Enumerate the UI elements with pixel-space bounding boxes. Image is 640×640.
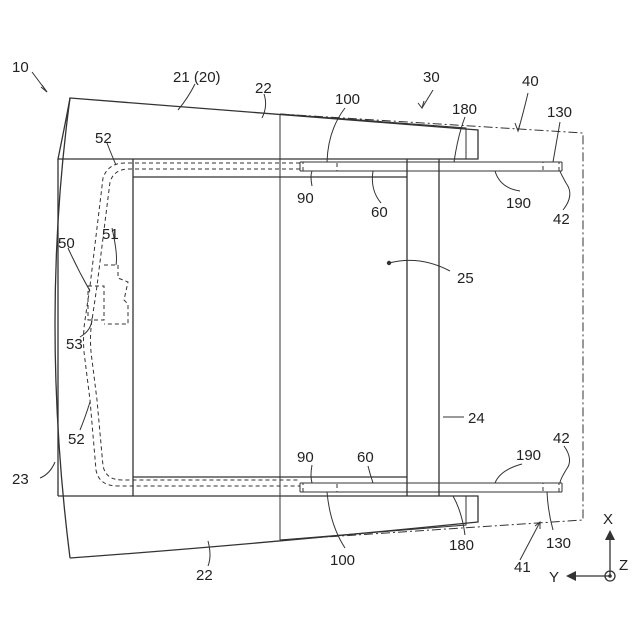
label-100-top: 100 xyxy=(335,91,360,108)
guide-rail-bottom xyxy=(300,483,562,492)
label-24: 24 xyxy=(468,410,485,427)
panel-outline-dashdot xyxy=(280,114,583,540)
label-190-top: 190 xyxy=(506,195,531,212)
label-42-top: 42 xyxy=(553,211,570,228)
movable-panel xyxy=(280,114,466,540)
roof-body-outline xyxy=(55,98,478,558)
label-22-bottom: 22 xyxy=(196,567,213,584)
reference-labels: 10 21 (20) 22 100 30 40 130 180 52 90 60… xyxy=(12,59,572,584)
axis-label-y: Y xyxy=(549,569,559,586)
opening-frame xyxy=(133,159,439,496)
leader-dot-25 xyxy=(387,261,391,265)
label-22-top: 22 xyxy=(255,80,272,97)
label-53: 53 xyxy=(66,336,83,353)
label-130-bottom: 130 xyxy=(546,535,571,552)
label-10: 10 xyxy=(12,59,29,76)
label-25: 25 xyxy=(457,270,474,287)
label-51: 51 xyxy=(102,226,119,243)
label-21: 21 (20) xyxy=(173,69,221,86)
label-60-top: 60 xyxy=(371,204,388,221)
label-180-bottom: 180 xyxy=(449,537,474,554)
label-90-bottom: 90 xyxy=(297,449,314,466)
label-42-bottom: 42 xyxy=(553,430,570,447)
label-52-top: 52 xyxy=(95,130,112,147)
axis-label-z: Z xyxy=(619,557,628,574)
label-100-bottom: 100 xyxy=(330,552,355,569)
label-52-bottom: 52 xyxy=(68,431,85,448)
label-40: 40 xyxy=(522,73,539,90)
label-30: 30 xyxy=(423,69,440,86)
motor-unit xyxy=(88,265,128,324)
label-180-top: 180 xyxy=(452,101,477,118)
label-50: 50 xyxy=(58,235,75,252)
guide-rail-top xyxy=(300,162,562,171)
label-23: 23 xyxy=(12,471,29,488)
label-190-bottom: 190 xyxy=(516,447,541,464)
label-130-top: 130 xyxy=(547,104,572,121)
label-60-bottom: 60 xyxy=(357,449,374,466)
axis-label-x: X xyxy=(603,511,613,528)
label-90-top: 90 xyxy=(297,190,314,207)
label-41: 41 xyxy=(514,559,531,576)
